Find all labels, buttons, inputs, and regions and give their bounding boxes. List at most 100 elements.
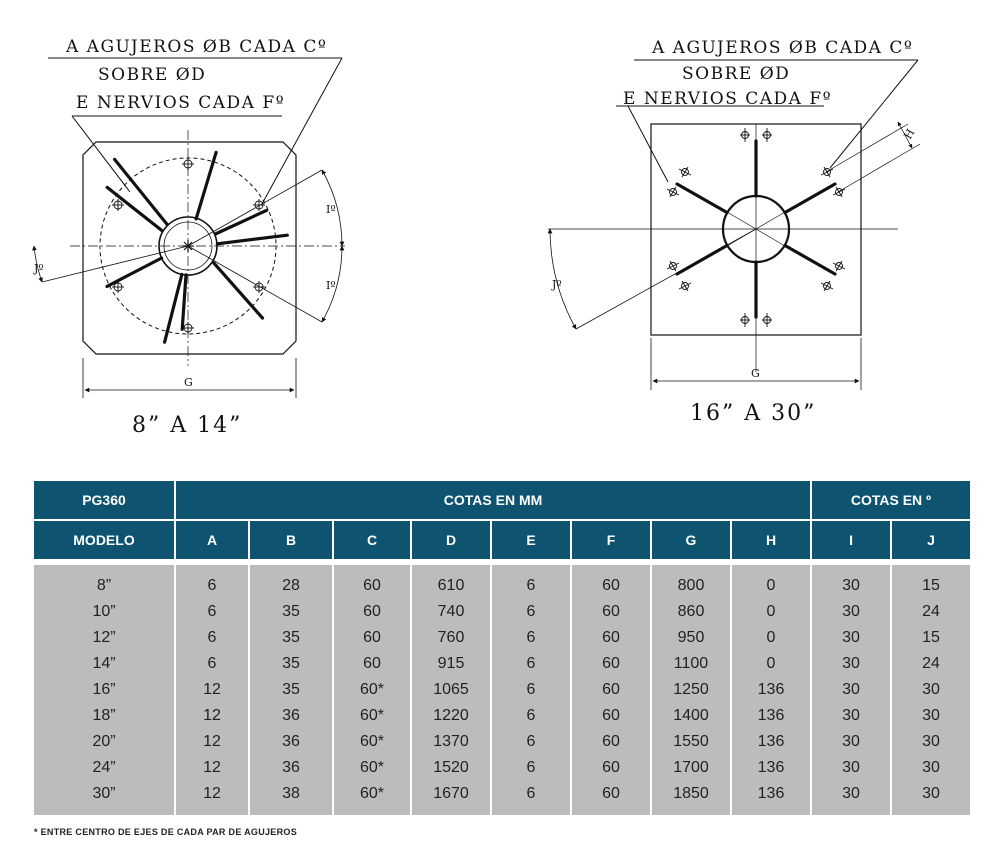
- right-flange-drawing: [547, 59, 921, 390]
- table-cell-d: 1065: [412, 677, 490, 703]
- table-cell-g: 800: [652, 565, 730, 599]
- table-cell-b: 35: [250, 599, 332, 625]
- right-caption: 16” A 30”: [690, 401, 816, 426]
- left-drawing-labels: A AGUJEROS ØB CADA Cº SOBRE ØD E NERVIOS…: [33, 37, 336, 438]
- column-header-modelo: MODELO: [34, 521, 174, 559]
- table-cell-f: 60: [572, 781, 650, 815]
- table-cell-c: 60*: [334, 755, 410, 781]
- right-callout-line-1: A AGUJEROS ØB CADA Cº: [651, 38, 913, 58]
- table-column-header-row: MODELO A B C D E F G H I J: [34, 521, 971, 559]
- drawings-svg: A AGUJEROS ØB CADA Cº SOBRE ØD E NERVIOS…: [32, 37, 921, 438]
- table-cell-h: 136: [732, 677, 811, 703]
- table-cell-h: 136: [732, 729, 811, 755]
- column-header-c: C: [334, 521, 410, 559]
- table-cell-f: 60: [572, 755, 650, 781]
- table-cell-modelo: 10”: [34, 599, 174, 625]
- table-cell-c: 60: [334, 565, 410, 599]
- right-callout-line-2: SOBRE ØD: [682, 64, 790, 84]
- column-header-g: G: [652, 521, 730, 559]
- table-cell-c: 60*: [334, 703, 410, 729]
- table-cell-b: 36: [250, 703, 332, 729]
- table-cell-modelo: 14”: [34, 651, 174, 677]
- table-cell-e: 6: [492, 565, 570, 599]
- table-cell-i: 30: [812, 565, 891, 599]
- table-cell-a: 6: [176, 565, 248, 599]
- table-gap-cell: [34, 559, 971, 565]
- table-cell-j: 24: [892, 651, 971, 677]
- table-cell-f: 60: [572, 599, 650, 625]
- table-cell-a: 12: [176, 677, 248, 703]
- table-cell-j: 30: [892, 755, 971, 781]
- table-cell-g: 1700: [652, 755, 730, 781]
- table-cell-g: 1400: [652, 703, 730, 729]
- table-cell-modelo: 8”: [34, 565, 174, 599]
- table-cell-j: 24: [892, 599, 971, 625]
- table-cell-i: 30: [812, 703, 891, 729]
- dimensions-table-wrapper: PG360 COTAS EN MM COTAS EN º MODELO A B …: [34, 481, 971, 815]
- table-cell-modelo: 24”: [34, 755, 174, 781]
- table-cell-f: 60: [572, 703, 650, 729]
- table-cell-c: 60*: [334, 729, 410, 755]
- table-cell-f: 60: [572, 677, 650, 703]
- table-cell-j: 30: [892, 729, 971, 755]
- table-cell-e: 6: [492, 625, 570, 651]
- left-callout-line-3: E NERVIOS CADA Fº: [76, 93, 285, 113]
- table-cell-modelo: 18”: [34, 703, 174, 729]
- table-cell-f: 60: [572, 729, 650, 755]
- right-callout-line-3: E NERVIOS CADA Fº: [623, 89, 832, 109]
- table-cell-e: 6: [492, 599, 570, 625]
- table-cell-modelo: 12”: [34, 625, 174, 651]
- table-cell-a: 12: [176, 729, 248, 755]
- table-cell-h: 136: [732, 703, 811, 729]
- table-cell-d: 1520: [412, 755, 490, 781]
- table-cell-d: 610: [412, 565, 490, 599]
- table-cell-e: 6: [492, 677, 570, 703]
- table-cell-modelo: 20”: [34, 729, 174, 755]
- table-cell-b: 38: [250, 781, 332, 815]
- table-cell-h: 0: [732, 565, 811, 599]
- table-cell-a: 12: [176, 755, 248, 781]
- table-cell-d: 915: [412, 651, 490, 677]
- column-header-j: J: [892, 521, 971, 559]
- table-cell-modelo: 30”: [34, 781, 174, 815]
- table-cell-e: 6: [492, 781, 570, 815]
- table-cell-f: 60: [572, 651, 650, 677]
- left-caption: 8” A 14”: [132, 413, 242, 438]
- table-cell-c: 60: [334, 625, 410, 651]
- table-cell-i: 30: [812, 677, 891, 703]
- table-cell-j: 30: [892, 703, 971, 729]
- left-callout-line-2: SOBRE ØD: [98, 65, 206, 85]
- group-header-pg360: PG360: [34, 481, 174, 521]
- table-gap-row: [34, 559, 971, 565]
- table-cell-c: 60: [334, 651, 410, 677]
- left-callout-line-1: A AGUJEROS ØB CADA Cº: [65, 37, 327, 57]
- table-cell-a: 6: [176, 651, 248, 677]
- table-cell-j: 30: [892, 781, 971, 815]
- table-cell-c: 60: [334, 599, 410, 625]
- table-cell-d: 1670: [412, 781, 490, 815]
- table-cell-b: 36: [250, 729, 332, 755]
- table-footnote: * ENTRE CENTRO DE EJES DE CADA PAR DE AG…: [34, 827, 298, 837]
- table-cell-c: 60*: [334, 677, 410, 703]
- column-header-i: I: [812, 521, 891, 559]
- table-cell-f: 60: [572, 625, 650, 651]
- table-cell-j: 15: [892, 625, 971, 651]
- table-cell-f: 60: [572, 565, 650, 599]
- left-angle-i-bottom-label: Iº: [326, 279, 336, 292]
- table-cell-h: 136: [732, 781, 811, 815]
- table-cell-g: 950: [652, 625, 730, 651]
- table-cell-j: 15: [892, 565, 971, 599]
- table-cell-i: 30: [812, 625, 891, 651]
- left-flange-drawing: [32, 57, 345, 398]
- table-cell-g: 1250: [652, 677, 730, 703]
- column-header-h: H: [732, 521, 811, 559]
